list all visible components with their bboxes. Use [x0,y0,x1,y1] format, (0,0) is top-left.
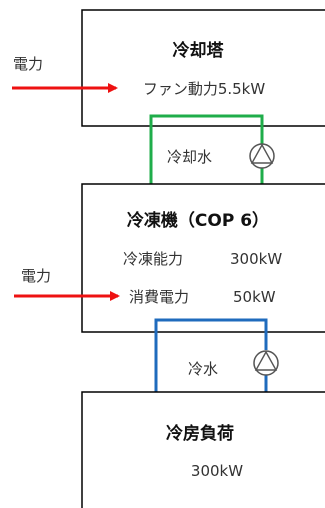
chiller-power-label: 電力 [21,267,51,285]
chiller-title: 冷凍機（COP 6） [127,210,269,231]
chilled-water-label: 冷水 [188,360,218,378]
cooling-tower-title: 冷却塔 [173,40,225,61]
chiller-capacity-value: 300kW [230,250,282,268]
chiller-consumption-label: 消費電力 [129,288,189,306]
cooling-load-value: 300kW [191,462,243,480]
cooling-load-box: 冷房負荷 300kW [81,391,325,508]
cooling-load-title: 冷房負荷 [166,423,234,444]
pump-icon [249,143,275,169]
pump-icon [253,350,279,376]
cooling-tower-box: 冷却塔 ファン動力5.5kW [81,9,325,127]
chiller-capacity-label: 冷凍能力 [123,250,183,268]
chiller-box: 冷凍機（COP 6） 冷凍能力 300kW 消費電力 50kW [81,183,325,333]
cooling-tower-power-label: 電力 [13,55,43,73]
cooling-tower-fan-power: ファン動力5.5kW [143,80,266,98]
chiller-consumption-value: 50kW [233,288,276,306]
cooling-water-label: 冷却水 [167,148,212,166]
